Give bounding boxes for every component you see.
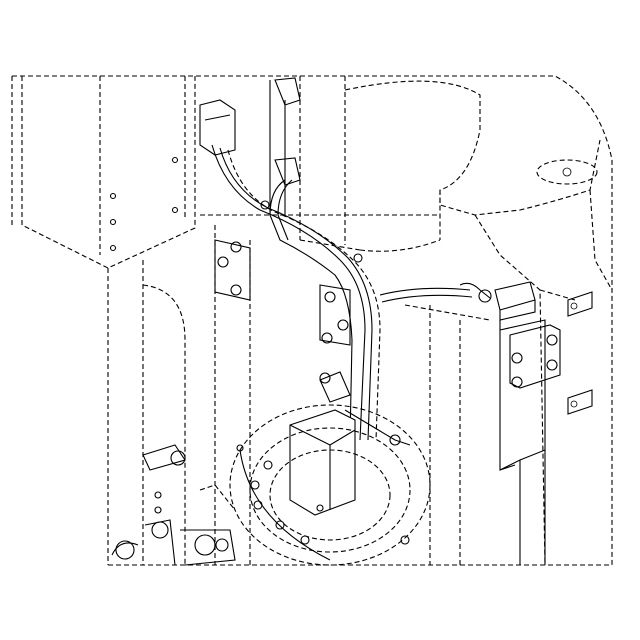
linear-actuator	[405, 305, 560, 565]
right-mounting-clips	[568, 292, 592, 414]
upper-connectors	[200, 78, 300, 215]
sensor-block	[290, 372, 410, 515]
right-bracket-plate	[440, 140, 612, 565]
cable-harness	[212, 145, 472, 440]
upper-left-housing	[22, 76, 195, 565]
pneumatic-fittings	[112, 445, 235, 565]
valve-block	[460, 282, 535, 320]
